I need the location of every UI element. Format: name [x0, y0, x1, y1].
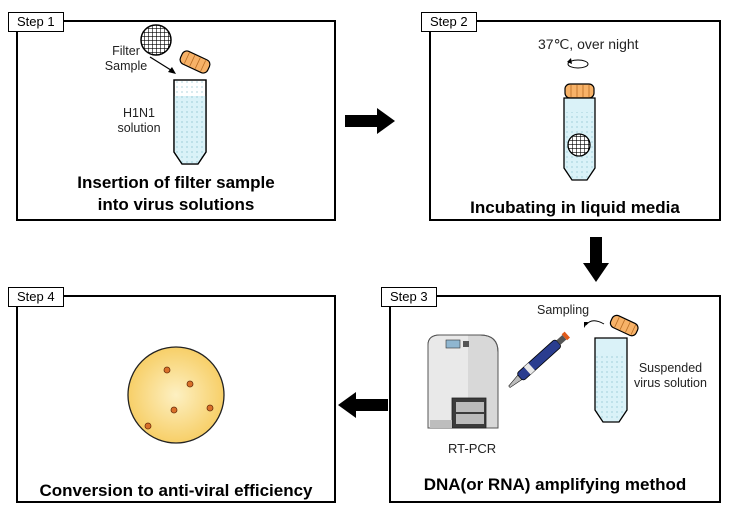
solution-label-line2: solution — [117, 121, 161, 135]
sampling-label: Sampling — [537, 303, 590, 317]
left-arrow-icon — [338, 392, 388, 418]
incubation-condition: 37℃, over night — [538, 36, 639, 52]
step2-caption: Incubating in liquid media — [470, 198, 680, 217]
rt-pcr-label: RT-PCR — [448, 441, 497, 456]
solution-label-line1: H1N1 — [123, 106, 155, 120]
step4-tag: Step 4 — [8, 287, 64, 307]
step4-caption: Conversion to anti-viral efficiency — [39, 481, 313, 500]
step3-caption: DNA(or RNA) amplifying method — [423, 475, 687, 494]
solution-label: H1N1 solution — [111, 106, 167, 136]
down-arrow-icon — [583, 237, 609, 282]
suspended-label-line2: virus solution — [634, 376, 707, 390]
filter-label-line1: Filter — [112, 44, 140, 58]
step1-tag: Step 1 — [8, 12, 64, 32]
step1-caption: Insertion of filter sample into virus so… — [16, 172, 336, 216]
step1-caption-line1: Insertion of filter sample — [77, 173, 275, 192]
step1-caption-line2: into virus solutions — [97, 195, 255, 214]
suspended-label: Suspended virus solution — [634, 361, 707, 391]
step2-tag: Step 2 — [421, 12, 477, 32]
filter-label-line2: Sample — [104, 59, 148, 73]
suspended-label-line1: Suspended — [638, 361, 703, 375]
step3-tag: Step 3 — [381, 287, 437, 307]
filter-label: Filter Sample — [101, 44, 151, 74]
right-arrow-icon — [345, 108, 395, 134]
